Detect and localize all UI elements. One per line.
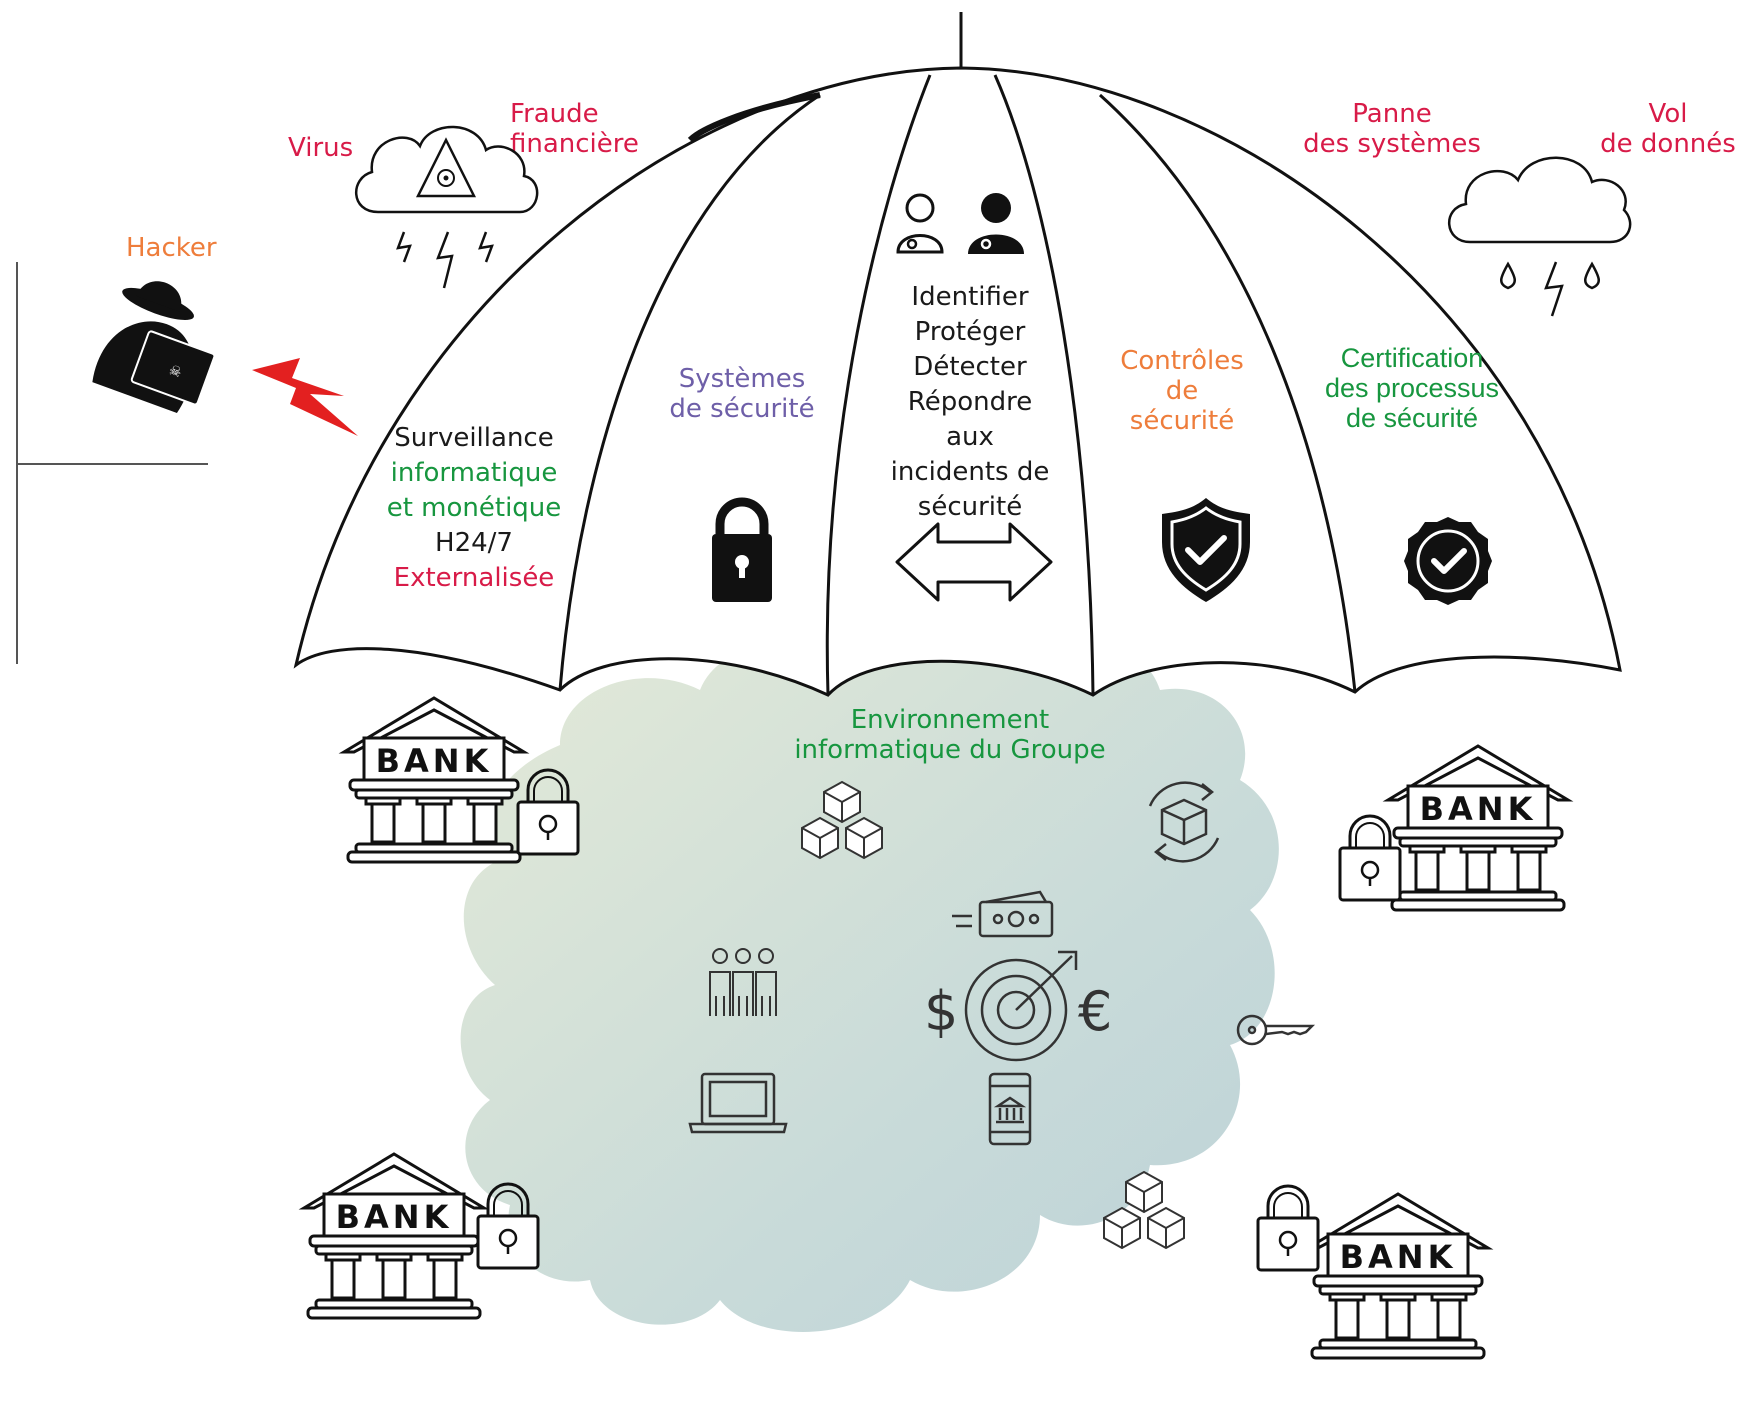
key-icon: [1236, 1014, 1316, 1046]
panel4-line1: Contrôles: [1120, 346, 1244, 376]
hacker-icon: ☠: [92, 281, 216, 413]
panel3-line5: aux: [946, 422, 994, 452]
panel1-line3: et monétique: [387, 493, 562, 523]
badge-check-icon: [1404, 517, 1492, 605]
panel1-line1: Surveillance: [394, 423, 553, 453]
storm-cloud-virus: Virus Fraude financière: [288, 99, 639, 289]
lightning-icon: [396, 231, 494, 289]
panel3-line6: incidents de: [891, 457, 1050, 487]
panel2-line2: de sécurité: [669, 394, 814, 424]
mobile-bank-icon: [988, 1072, 1032, 1146]
panel3-line1: Identifier: [911, 282, 1028, 312]
svg-text:☠: ☠: [167, 362, 184, 381]
panel1-line5: Externalisée: [394, 563, 555, 593]
bank-building-top-left: BANK: [342, 696, 526, 864]
panel4-line2: de: [1166, 376, 1199, 406]
biohazard-icon: [415, 137, 477, 198]
environment-line1: Environnement: [851, 705, 1050, 735]
theft-label-line2: de donnés: [1600, 129, 1736, 159]
bank-label: BANK: [376, 742, 493, 780]
panel-certification: Certification des processus de sécurité: [1325, 343, 1499, 605]
panel3-line2: Protéger: [915, 317, 1026, 347]
bank-lock-icon: [1338, 814, 1402, 902]
panel-security-systems: Systèmes de sécurité: [669, 364, 815, 602]
doctor-outline-icon: [896, 193, 944, 254]
bank-building-bottom-left: BANK: [302, 1152, 486, 1320]
outage-label-line1: Panne: [1352, 99, 1431, 129]
banknotes-icon: [952, 890, 1054, 938]
padlock-icon: [712, 497, 772, 602]
umbrella: [293, 12, 1622, 697]
fraud-label-line1: Fraude: [510, 99, 599, 129]
hacker-label: Hacker: [126, 233, 217, 263]
panel5-line1: Certification: [1341, 343, 1484, 373]
bank-lock-icon: [1256, 1184, 1320, 1272]
shield-check-icon: [1162, 498, 1250, 602]
panel1-line4: H24/7: [435, 528, 513, 558]
panel3-line7: sécurité: [918, 492, 1022, 522]
bank-label: BANK: [336, 1198, 453, 1236]
bank-label: BANK: [1340, 1238, 1457, 1276]
storm-cloud-outage: Panne des systèmes Vol de donnés: [1303, 99, 1736, 317]
environment-label: Environnement informatique du Groupe: [794, 705, 1105, 765]
bank-building-bottom-right: BANK: [1306, 1192, 1490, 1360]
virus-label: Virus: [288, 133, 353, 163]
team-icon: [709, 948, 777, 1016]
panel4-line3: sécurité: [1130, 406, 1234, 436]
outage-label-line2: des systèmes: [1303, 129, 1481, 159]
panel-security-controls: Contrôles de sécurité: [1120, 346, 1250, 602]
panel-monitoring: Surveillance informatique et monétique H…: [387, 423, 562, 593]
panel1-line2: informatique: [391, 458, 558, 488]
panel3-line3: Détecter: [913, 352, 1027, 382]
frame-lines: [16, 262, 208, 664]
laptop-icon: [688, 1072, 788, 1134]
rain-lightning-icon: [1500, 261, 1600, 317]
panel5-line3: de sécurité: [1346, 403, 1478, 433]
hacker-threat: Hacker ☠: [92, 233, 358, 436]
doctor-filled-icon: [968, 193, 1024, 254]
lightning-bolt-icon: [252, 358, 358, 436]
double-arrow-icon: [895, 522, 1053, 602]
environment-cloud: [460, 627, 1279, 1333]
dollar-icon: $: [924, 980, 958, 1043]
panel2-line1: Systèmes: [679, 364, 806, 394]
panel3-line4: Répondre: [908, 387, 1032, 417]
bank-building-top-right: BANK: [1386, 744, 1570, 912]
panel5-line2: des processus: [1325, 373, 1499, 403]
theft-label-line1: Vol: [1649, 99, 1688, 129]
fraud-label-line2: financière: [510, 129, 639, 159]
target-currency-icon: $ €: [924, 950, 1112, 1062]
environment-line2: informatique du Groupe: [794, 735, 1105, 765]
package-cycle-icon: [1148, 781, 1220, 863]
panel-nist-functions: Identifier Protéger Détecter Répondre au…: [891, 193, 1053, 602]
bank-label: BANK: [1420, 790, 1537, 828]
euro-icon: €: [1078, 980, 1112, 1043]
